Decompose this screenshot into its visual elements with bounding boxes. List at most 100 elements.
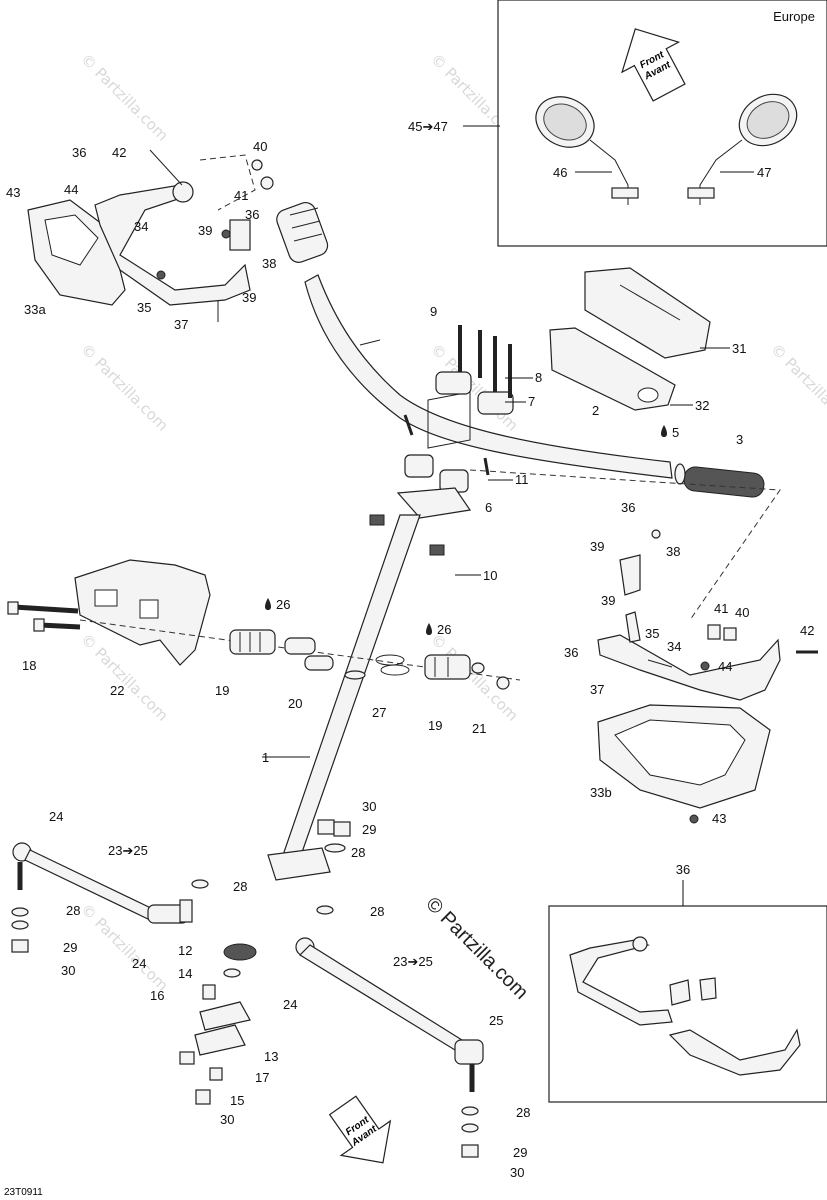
callout-29: 29 [63, 940, 77, 955]
callout-16: 16 [150, 988, 164, 1003]
bolt-18 [7, 601, 81, 632]
callout-1: 1 [262, 750, 269, 765]
right-mirror-icon [687, 93, 798, 205]
europe-title: Europe [773, 9, 815, 24]
callout-37: 37 [590, 682, 604, 697]
callout-24: 24 [132, 956, 146, 971]
callout-28: 28 [351, 845, 365, 860]
callout-29: 29 [362, 822, 376, 837]
callout-33b: 33b [590, 785, 612, 800]
small-nuts [369, 514, 445, 556]
callout-34: 34 [667, 639, 681, 654]
watermark-text: © Partzilla.com [77, 630, 172, 725]
callout-36: 36 [564, 645, 578, 660]
callout-39: 39 [198, 223, 212, 238]
callout-24: 24 [49, 809, 63, 824]
callout-18: 18 [22, 658, 36, 673]
callout-21: 21 [472, 721, 486, 736]
callout-47: 47 [757, 165, 771, 180]
callout-26: 26 [276, 597, 290, 612]
callout-8: 8 [535, 370, 542, 385]
callout-30: 30 [220, 1112, 234, 1127]
tie-rod-left [12, 842, 193, 924]
callout-28: 28 [516, 1105, 530, 1120]
grease-drop-icon [265, 598, 271, 610]
diagram-code: 23T0911 [4, 1187, 43, 1198]
callout-39: 39 [590, 539, 604, 554]
callout-42: 42 [112, 145, 126, 160]
bushing-19-left [229, 629, 276, 655]
callout-28: 28 [233, 879, 247, 894]
callout-39: 39 [242, 290, 256, 305]
callout-43: 43 [712, 811, 726, 826]
right-handguard-assembly [469, 469, 818, 701]
left-handguard-assembly [27, 149, 329, 322]
callout-19: 19 [428, 718, 442, 733]
bushing-19-right [424, 654, 471, 680]
callout-40: 40 [735, 605, 749, 620]
front-arrow-icon: Front Avant [621, 28, 686, 102]
steering-column [267, 514, 421, 881]
callout-38: 38 [666, 544, 680, 559]
callout-35: 35 [645, 626, 659, 641]
callout-35: 35 [137, 300, 151, 315]
fasteners [11, 819, 479, 1158]
callout-29: 29 [513, 1145, 527, 1160]
callout-44: 44 [64, 182, 78, 197]
handguard-33b [597, 704, 771, 809]
grease-drop-icon [661, 425, 667, 437]
callout-19: 19 [215, 683, 229, 698]
watermark-text: © Partzilla.com [767, 340, 827, 435]
callout-30: 30 [362, 799, 376, 814]
callout-36: 36 [621, 500, 635, 515]
callout-27: 27 [372, 705, 386, 720]
callout-14: 14 [178, 966, 192, 981]
callout-46: 46 [553, 165, 567, 180]
grease-drop-icon [426, 623, 432, 635]
spacer [284, 637, 316, 655]
callout-44: 44 [718, 659, 732, 674]
watermark-text: © Partzilla.com [77, 50, 172, 145]
callout-26: 26 [437, 622, 451, 637]
callout-25: 25 [489, 1013, 503, 1028]
callout-23-25: 23➔25 [393, 954, 433, 969]
tie-rod-right [295, 937, 484, 1092]
callout-5: 5 [672, 425, 679, 440]
callout-24: 24 [283, 997, 297, 1012]
callout-42: 42 [800, 623, 814, 638]
callout-9: 9 [430, 304, 437, 319]
callout-6: 6 [485, 500, 492, 515]
callout-3: 3 [736, 432, 743, 447]
callout-13: 13 [264, 1049, 278, 1064]
callout-30: 30 [510, 1165, 524, 1180]
left-mirror-icon [535, 96, 639, 205]
callout-15: 15 [230, 1093, 244, 1108]
europe-inset: Europe Front Avant 45➔47 46 47 [408, 0, 827, 247]
lower-clamp [396, 414, 490, 519]
callout-30: 30 [61, 963, 75, 978]
inset-36: 36 [548, 862, 827, 1103]
spacer-20 [304, 655, 334, 671]
callout-23-25: 23➔25 [108, 843, 148, 858]
handlebar-cover-upper [584, 267, 711, 359]
grip-left-icon [276, 202, 329, 263]
callout-43: 43 [6, 185, 20, 200]
front-arrow-icon: Front Avant [328, 1095, 392, 1164]
callout-41: 41 [234, 188, 248, 203]
handlebar [304, 274, 673, 479]
upper-clamp [435, 325, 514, 415]
callout-20: 20 [288, 696, 302, 711]
callout-10: 10 [483, 568, 497, 583]
callout-36: 36 [676, 862, 690, 877]
callout-45-47: 45➔47 [408, 119, 448, 134]
callout-39: 39 [601, 593, 615, 608]
callout-41: 41 [714, 601, 728, 616]
callout-17: 17 [255, 1070, 269, 1085]
callout-12: 12 [178, 943, 192, 958]
callout-34: 34 [134, 219, 148, 234]
callout-33a: 33a [24, 302, 46, 317]
callout-11: 11 [515, 472, 529, 487]
callout-7: 7 [528, 394, 535, 409]
grip-right-icon [674, 463, 765, 498]
